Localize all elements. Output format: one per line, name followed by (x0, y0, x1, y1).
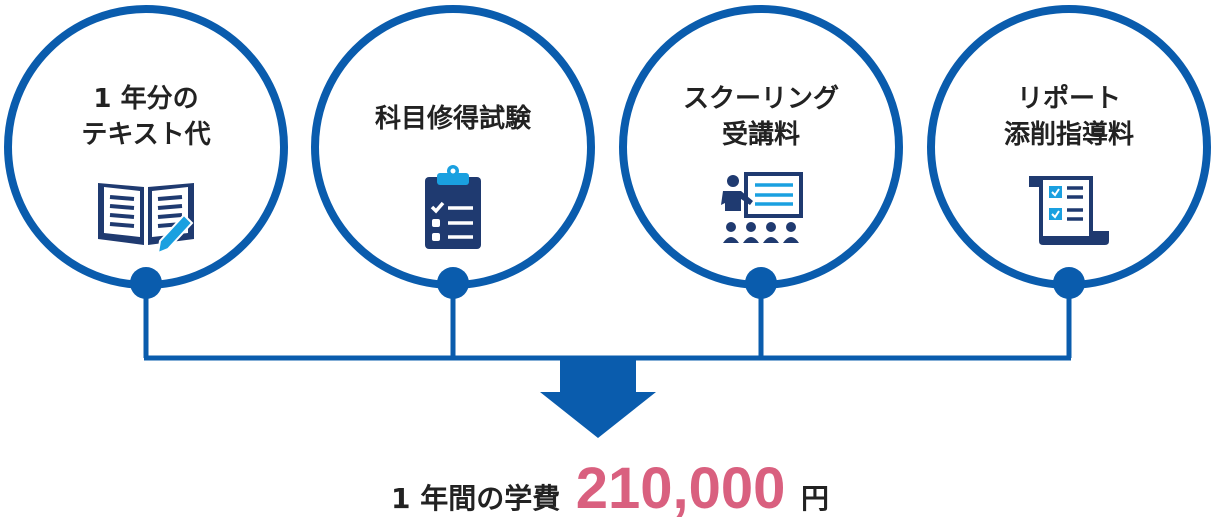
item-label: 科目修得試験 (374, 104, 531, 134)
item-label: テキスト代 (81, 120, 211, 150)
book-pencil-icon (98, 183, 194, 253)
item-label: 添削指導料 (1003, 120, 1134, 150)
total-amount: 210,000 (575, 456, 786, 521)
item-exam: 科目修得試験 (311, 5, 595, 289)
item-label: スクーリング (682, 84, 839, 114)
item-label: 1 年分の (93, 84, 199, 114)
item-report: リポート添削指導料 (927, 5, 1211, 289)
clipboard-checklist-icon (425, 165, 481, 249)
checklist-scroll-icon (1029, 176, 1109, 245)
annual-tuition: 1 年間の学費 210,000 円 (0, 455, 1220, 522)
item-label: 受講料 (721, 120, 800, 150)
connector-dot (745, 267, 777, 299)
item-textbook: 1 年分のテキスト代 (4, 5, 288, 289)
total-unit: 円 (801, 482, 830, 515)
connector-dot (130, 267, 162, 299)
connector-dot (437, 267, 469, 299)
item-schooling: スクーリング受講料 (619, 5, 903, 289)
lecture-presentation-icon (721, 172, 803, 243)
item-label: リポート (1016, 84, 1121, 114)
down-arrow-icon (540, 360, 656, 438)
total-label: 1 年間の学費 (390, 482, 561, 515)
connector-dot (1053, 267, 1085, 299)
